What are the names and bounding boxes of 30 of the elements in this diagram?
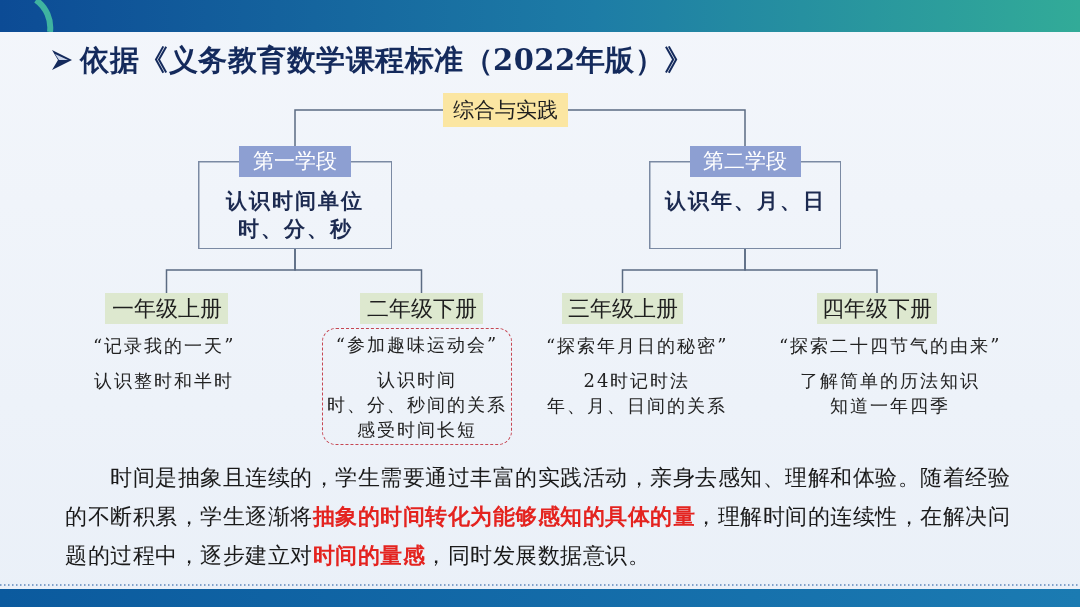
stage-content: 时、分、秒 [237,215,353,243]
learning-goal: 24时记时法 [583,368,691,393]
learning-goal: 认识时间 [377,368,457,392]
grade-tag: 一年级上册 [105,293,228,324]
connector-line [744,248,878,294]
learning-goal: 年、月、日间的关系 [547,393,727,418]
body-paragraph: 时间是抽象且连续的，学生需要通过丰富的实践活动，亲身去感知、理解和体验。随着经验的不断积累，学生逐渐将抽象的时间转化为能够感知的具体的量，理解时间的连续性，在解决问题的过程中，逐步建立对时间的量感，同时发展数据意识。 [65,464,1011,570]
highlight-box [322,328,512,445]
stage-box [198,146,392,249]
stage-heading: 第一学段 [239,146,351,177]
activity-title: “探索年月日的秘密” [546,333,729,358]
grade-tag: 三年级上册 [562,293,683,324]
stage-box [649,146,841,249]
learning-goal: 了解简单的历法知识 [800,368,980,393]
grade-tag: 四年级下册 [817,293,937,324]
learning-goal: 知道一年四季 [830,393,950,418]
learning-goal: 时、分、秒间的关系 [327,393,507,417]
stage-content: 认识时间单位 [226,187,364,215]
connector-line [567,109,746,147]
slide-title: 依据《义务教育数学课程标准（2022年版）》 [80,42,694,79]
activity-title: “参加趣味运动会” [335,333,499,357]
connector-line [294,248,423,294]
topic-box: 综合与实践 [443,93,568,127]
learning-goal: 感受时间长短 [357,418,477,442]
activity-title: “记录我的一天” [93,333,236,358]
stage-heading: 第二学段 [689,146,801,177]
learning-goal: 认识整时和半时 [94,368,234,393]
grade-tag: 二年级下册 [360,293,483,324]
activity-title: “探索二十四节气的由来” [779,333,1002,358]
stage-content: 认识年、月、日 [664,187,826,215]
